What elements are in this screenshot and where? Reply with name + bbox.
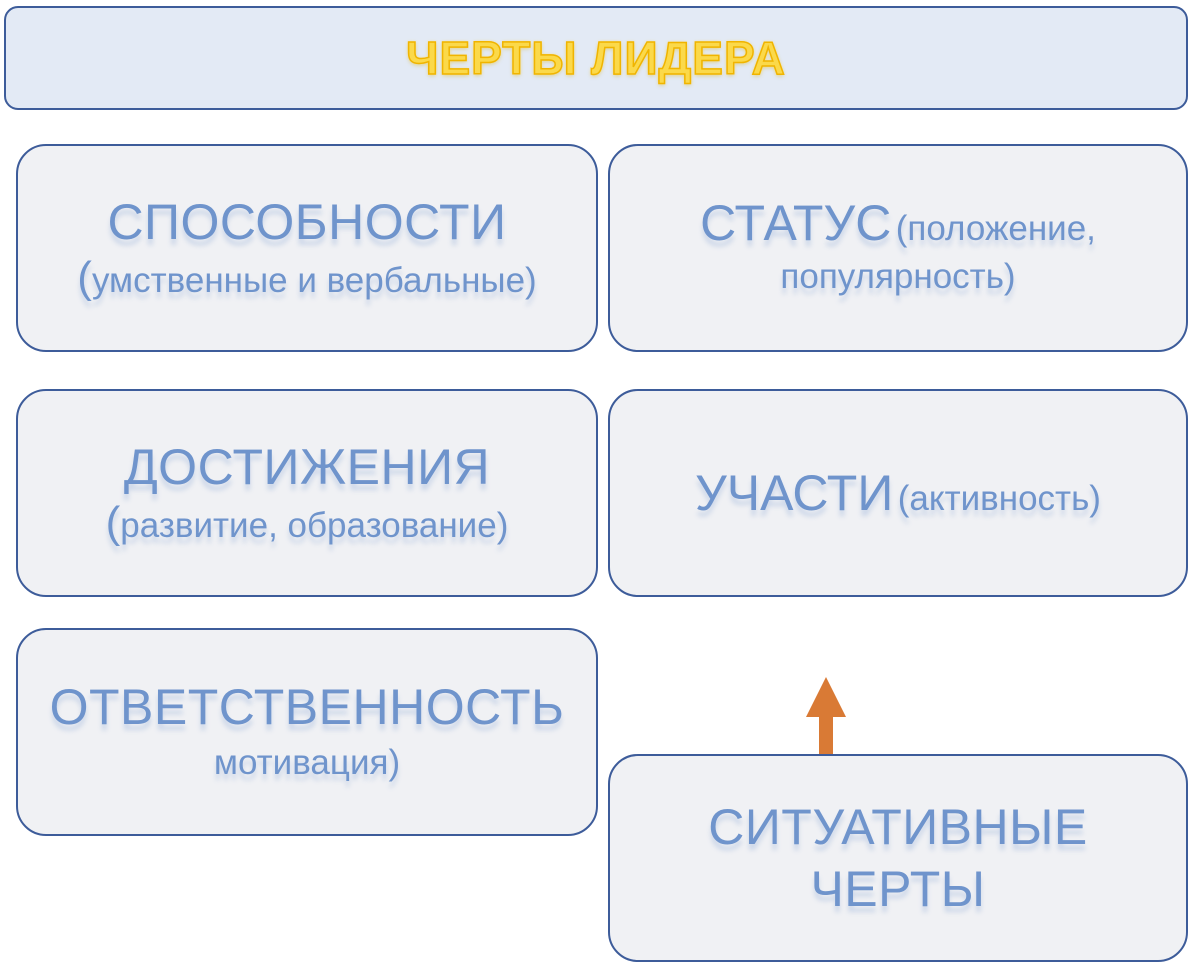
trait-box-status: СТАТУС (положение, популярность) (608, 144, 1188, 352)
trait-detail: (активность) (897, 479, 1101, 518)
trait-box-abilities: СПОСОБНОСТИ (умственные и вербальные) (16, 144, 598, 352)
trait-heading: ДОСТИЖЕНИЯ (123, 438, 491, 495)
trait-paren: ( (105, 497, 121, 547)
trait-detail: развитие, образование) (120, 505, 509, 545)
up-arrow-icon (806, 677, 846, 754)
trait-box-responsibility: ОТВЕТСТВЕННОСТЬ мотивация) (16, 628, 598, 836)
situational-line2: ЧЕРТЫ (810, 861, 986, 917)
title-banner: ЧЕРТЫ ЛИДЕРА (4, 6, 1188, 110)
trait-detail-line1: (положение, (895, 209, 1096, 248)
trait-heading: УЧАСТИ (695, 465, 894, 521)
situational-line1: СИТУАТИВНЫЕ (708, 799, 1088, 855)
trait-heading: ОТВЕТСТВЕННОСТЬ (49, 679, 565, 735)
trait-box-participation: УЧАСТИ (активность) (608, 389, 1188, 597)
trait-detail-line2: популярность) (780, 257, 1016, 296)
trait-detail: мотивация) (213, 743, 401, 782)
situational-traits-box: СИТУАТИВНЫЕ ЧЕРТЫ (608, 754, 1188, 962)
trait-paren: ( (77, 252, 92, 302)
trait-box-achievements: ДОСТИЖЕНИЯ (развитие, образование) (16, 389, 598, 597)
trait-heading: СТАТУС (700, 195, 892, 251)
diagram-title: ЧЕРТЫ ЛИДЕРА (405, 31, 786, 85)
trait-detail: умственные и вербальные) (91, 260, 537, 300)
trait-heading: СПОСОБНОСТИ (107, 193, 507, 250)
